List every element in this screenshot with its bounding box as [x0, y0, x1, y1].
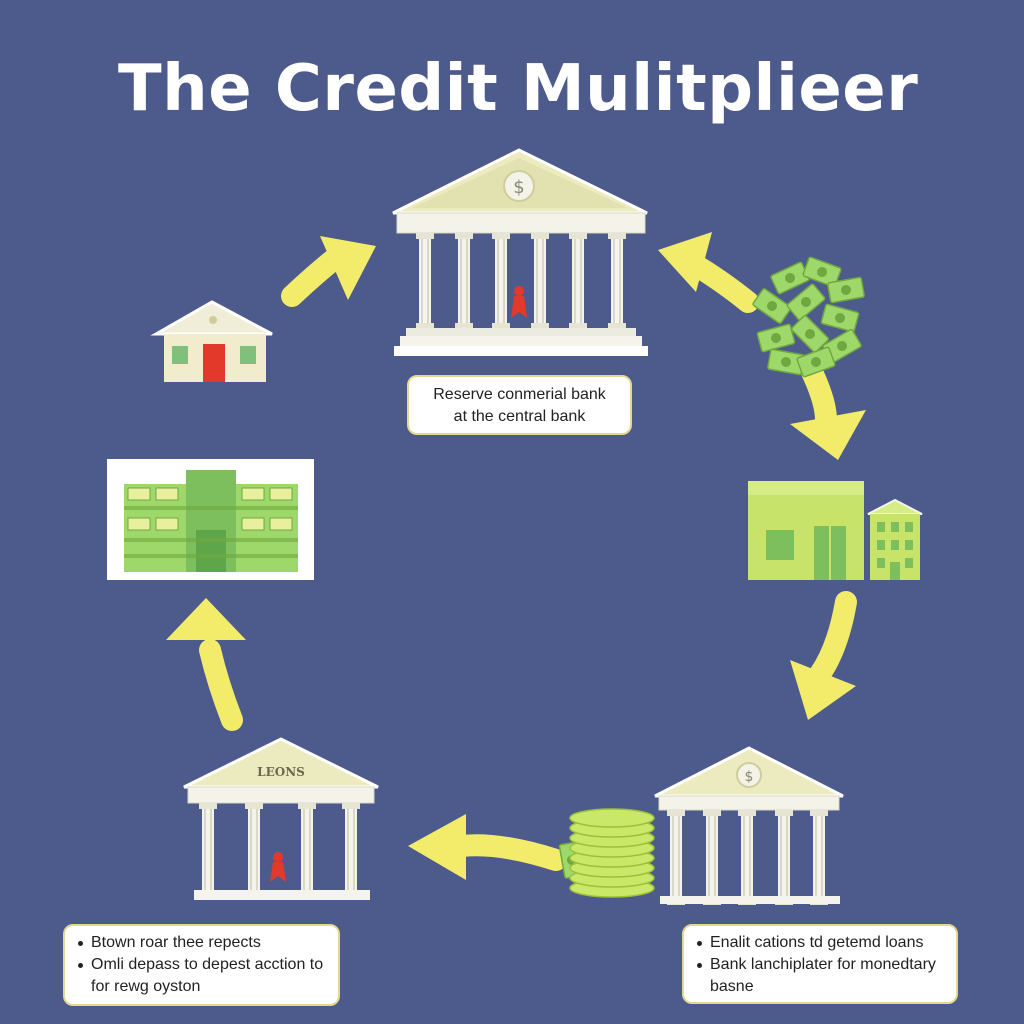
person-icon: [270, 852, 286, 882]
arrow-loans-bank-to-office: [166, 598, 246, 731]
list-item: Enalit cations td getemd loans: [694, 932, 946, 954]
loans-pediment-label: LEONS: [257, 765, 305, 779]
list-item: Bank lanchiplater for monedtary: [694, 954, 946, 976]
arrow-coins-to-loans-bank: [408, 814, 567, 880]
arrow-shop-to-bank: [790, 591, 857, 720]
dollar-icon: $: [503, 170, 535, 202]
central-bank-label-line: at the central bank: [453, 408, 586, 425]
list-item-continuation: for rewg oyston: [91, 978, 201, 995]
page-title: The Credit Mulitplieer: [118, 52, 919, 126]
money-office-building: [107, 459, 314, 580]
dollar-icon: $: [736, 762, 762, 788]
list-item: Btown roar thee repects: [75, 932, 328, 954]
svg-text:$: $: [745, 769, 754, 785]
arrow-money-to-shop: [790, 361, 866, 460]
money-pile-icon: [751, 256, 866, 378]
loans-bank-notes: Btown roar thee repects Omli depass to d…: [63, 924, 340, 1006]
list-item-continuation: basne: [710, 978, 754, 995]
central-bank-building: $: [392, 148, 648, 356]
central-bank-label: Reserve conmerial bank at the central ba…: [407, 375, 632, 435]
arrow-money-to-central: [658, 232, 759, 313]
commercial-bank-building: $: [654, 746, 844, 905]
person-icon: [511, 286, 527, 318]
coin-stack-icon: [558, 808, 655, 898]
arrow-house-to-central: [281, 236, 376, 307]
loans-bank-building: LEONS: [183, 737, 379, 900]
central-bank-label-line: Reserve conmerial bank: [433, 386, 606, 403]
list-item: Omli depass to depest acction to: [75, 954, 328, 976]
shop-building: [748, 481, 923, 580]
svg-text:$: $: [513, 177, 524, 198]
commercial-bank-notes: Enalit cations td getemd loans Bank lanc…: [682, 924, 958, 1004]
house-icon: [150, 300, 273, 382]
